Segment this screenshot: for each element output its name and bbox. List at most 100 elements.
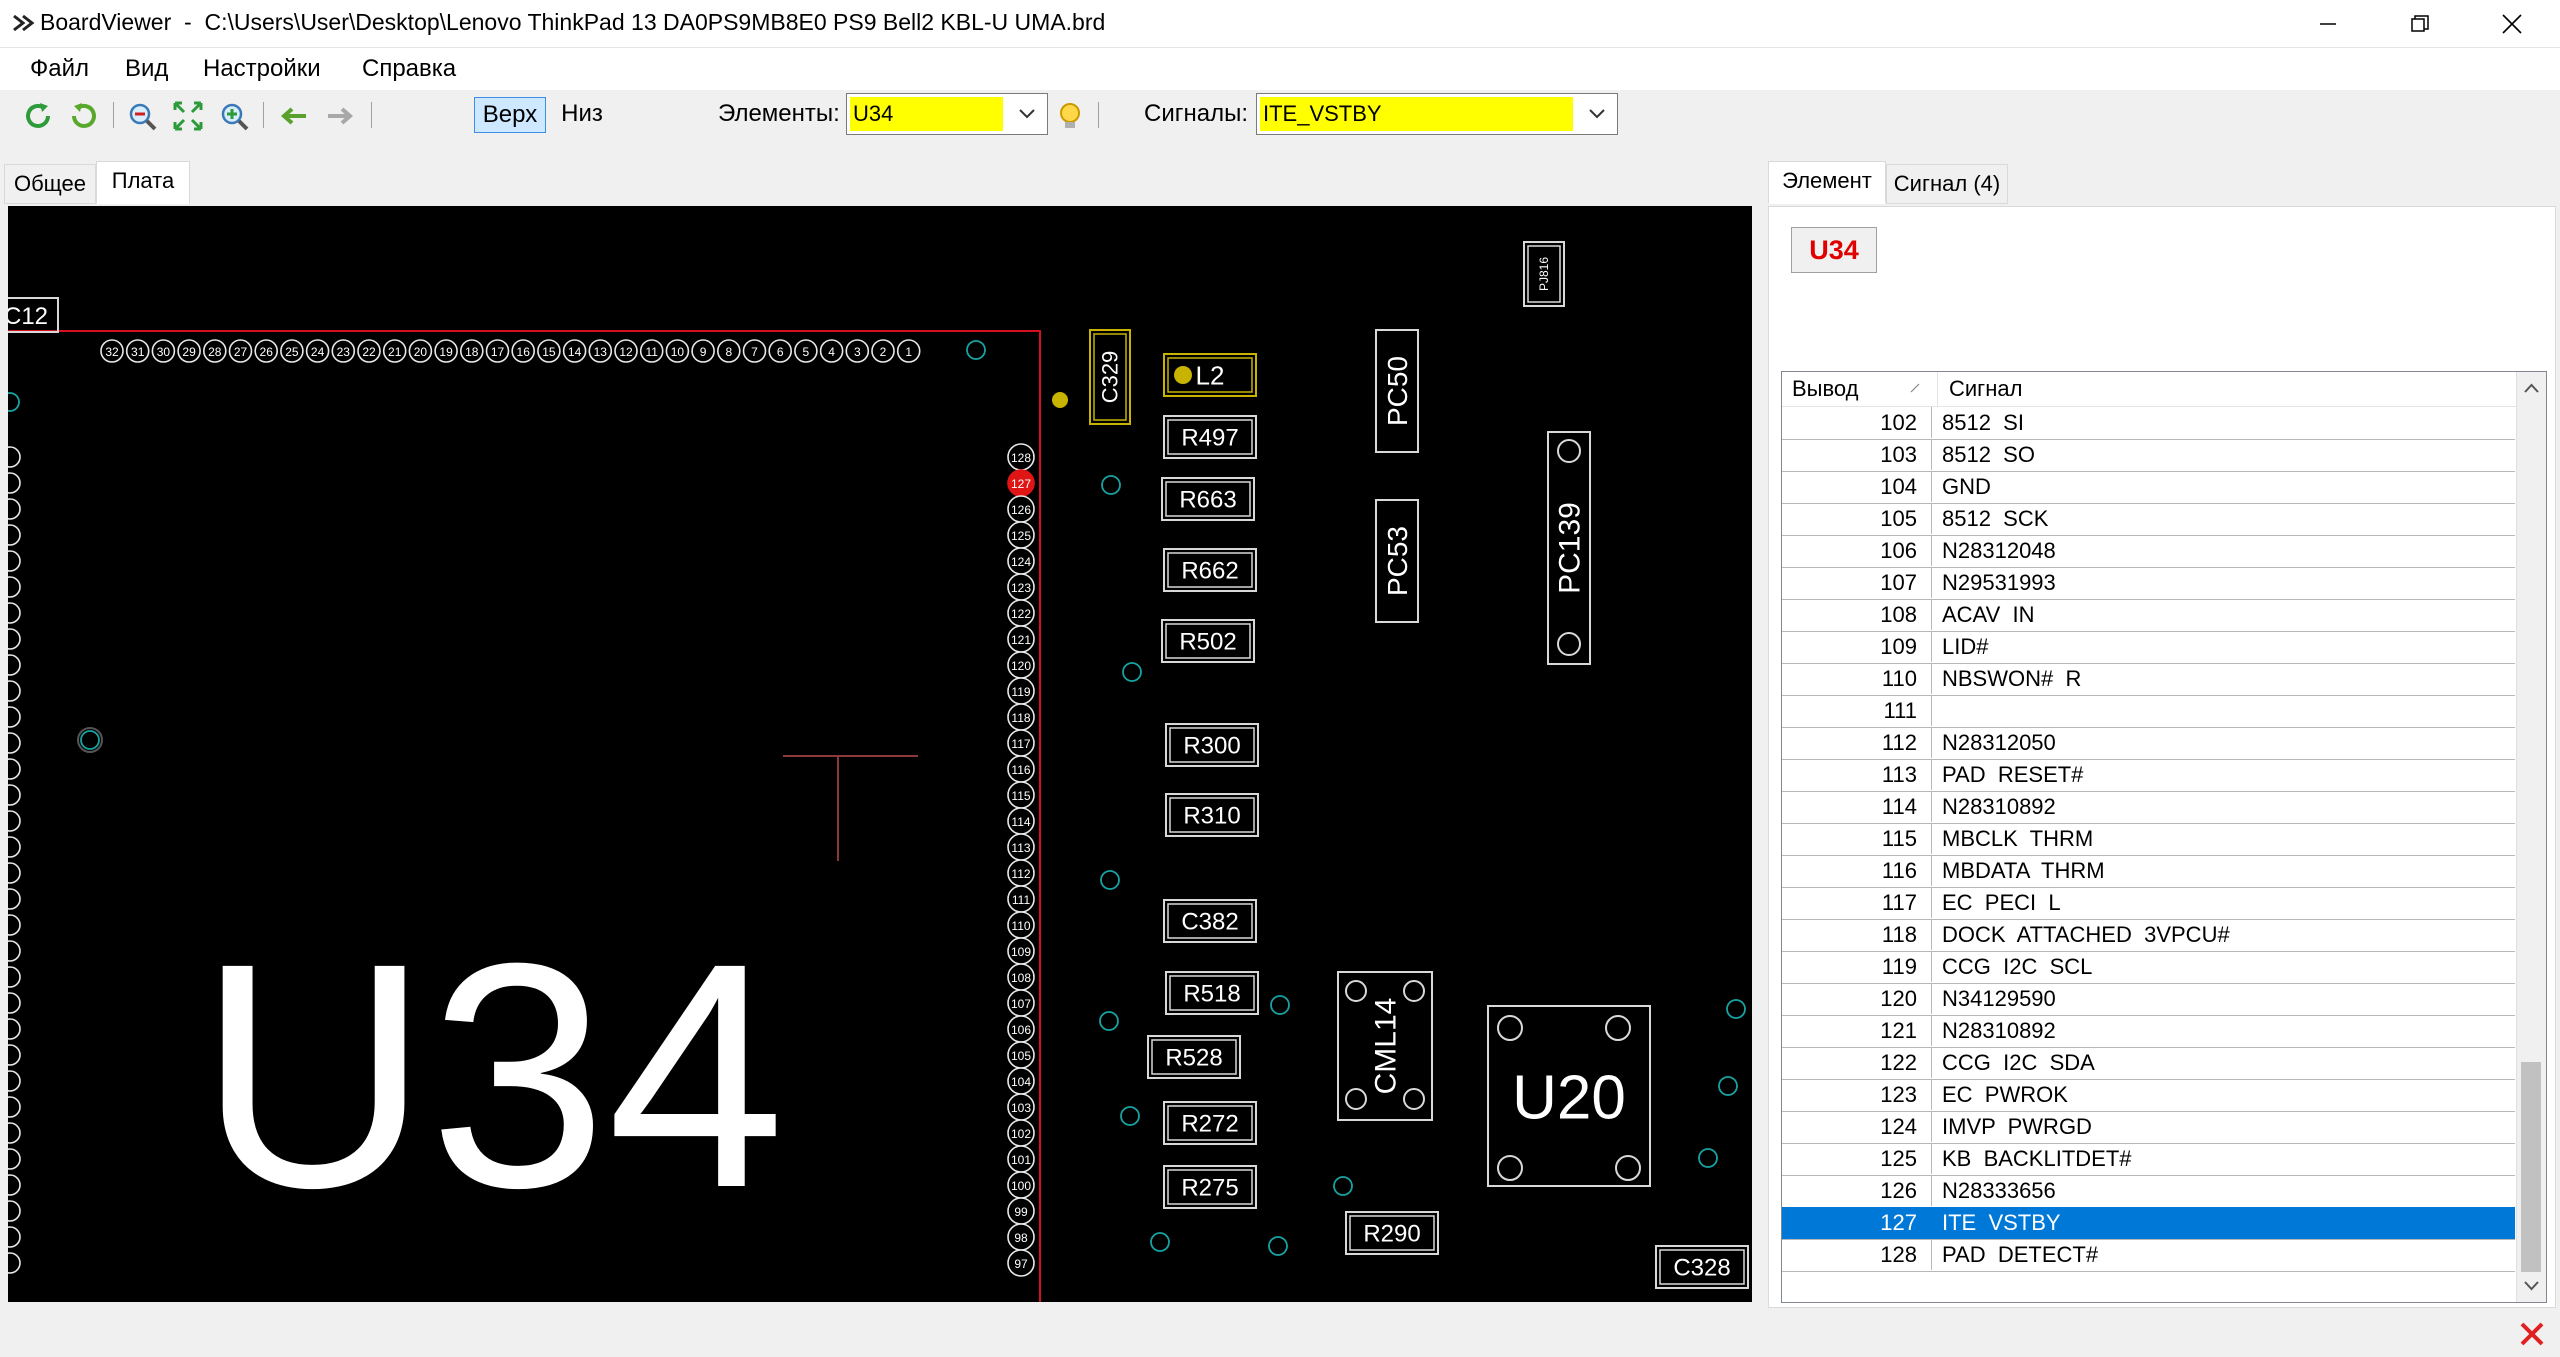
tab-signal[interactable]: Сигнал (4) (1886, 164, 2008, 204)
signals-combo[interactable]: ITE_VSTBY (1256, 93, 1618, 135)
column-header-pin-label: Вывод (1792, 376, 1859, 401)
signal-cell: MBCLK THRM (1942, 826, 2094, 851)
pin-label: 128 (1011, 451, 1031, 465)
close-icon[interactable] (2518, 1320, 2546, 1348)
pin-pad (8, 966, 21, 988)
pin-label: 108 (1011, 971, 1031, 985)
signals-dropdown-button[interactable] (1577, 94, 1617, 134)
tab-element[interactable]: Элемент (1768, 161, 1886, 204)
pin-label: 25 (285, 345, 299, 359)
menu-view[interactable]: Вид (125, 55, 169, 82)
arrow-right-icon[interactable] (324, 100, 356, 132)
r275-outline (1163, 1165, 1257, 1209)
menu-file[interactable]: Файл (30, 55, 90, 82)
grid-scrollbar[interactable] (2516, 372, 2546, 1302)
pin-label: 20 (414, 345, 428, 359)
mount-hole (77, 727, 103, 753)
scroll-up-icon[interactable] (2517, 374, 2546, 402)
pin-pad (485, 339, 510, 363)
pin-label: 1 (905, 345, 912, 359)
bottom-side-button[interactable]: Низ (561, 100, 603, 127)
table-row[interactable]: 111 (1782, 695, 2515, 728)
menu-settings[interactable]: Настройки (203, 55, 321, 82)
elements-combo[interactable]: U34 (846, 93, 1048, 135)
refresh-icon[interactable] (22, 100, 54, 132)
r518-inner (1169, 975, 1255, 1011)
pin-pad (100, 339, 124, 363)
restore-button[interactable] (2374, 0, 2466, 47)
arrow-left-icon[interactable] (278, 100, 310, 132)
via-pad (1726, 999, 1746, 1019)
pin-cell: 121 (1782, 1015, 1932, 1046)
pin-label: 5 (803, 345, 810, 359)
r518-outline (1165, 971, 1259, 1015)
pin-label: 116 (1011, 763, 1030, 777)
via-pad (1122, 662, 1142, 682)
pin-pad (254, 339, 279, 363)
elements-input[interactable]: U34 (850, 97, 1003, 131)
fit-icon[interactable] (172, 100, 204, 132)
pin-pad (125, 339, 150, 363)
top-side-button[interactable]: Верх (474, 97, 546, 133)
tab-general[interactable]: Общее (4, 164, 96, 204)
pj-outline (1523, 241, 1565, 307)
pin-cell: 104 (1782, 471, 1932, 502)
signals-input[interactable]: ITE_VSTBY (1260, 97, 1573, 131)
column-header-pin[interactable]: Вывод (1782, 372, 1938, 406)
pj-label: PJ816 (1537, 257, 1551, 291)
scroll-thumb[interactable] (2521, 1062, 2541, 1272)
lightbulb-icon[interactable] (1054, 100, 1086, 132)
scroll-down-icon[interactable] (2517, 1272, 2546, 1300)
elements-dropdown-button[interactable] (1007, 94, 1047, 134)
pin-pad (562, 339, 587, 363)
pin-label: 18 (465, 345, 479, 359)
pin-label: 19 (439, 345, 453, 359)
minimize-button[interactable] (2282, 0, 2374, 47)
column-header-signal[interactable]: Сигнал (1949, 376, 2023, 401)
pin-pad (8, 914, 21, 936)
pin-label: 113 (1011, 841, 1030, 855)
zoom-in-icon[interactable] (218, 100, 250, 132)
elements-label: Элементы: (718, 100, 840, 127)
pin-pad (8, 498, 21, 520)
tab-board[interactable]: Плата (96, 161, 190, 204)
part-pad (1345, 1088, 1367, 1110)
part-pad (1497, 1155, 1523, 1181)
close-button[interactable] (2466, 0, 2558, 47)
reload-icon[interactable] (68, 100, 100, 132)
sort-icon (1910, 383, 1920, 393)
r272-label: R272 (1181, 1111, 1238, 1138)
zoom-out-icon[interactable] (126, 100, 158, 132)
menu-help[interactable]: Справка (362, 55, 457, 82)
signal-cell: N28310892 (1942, 794, 2056, 819)
